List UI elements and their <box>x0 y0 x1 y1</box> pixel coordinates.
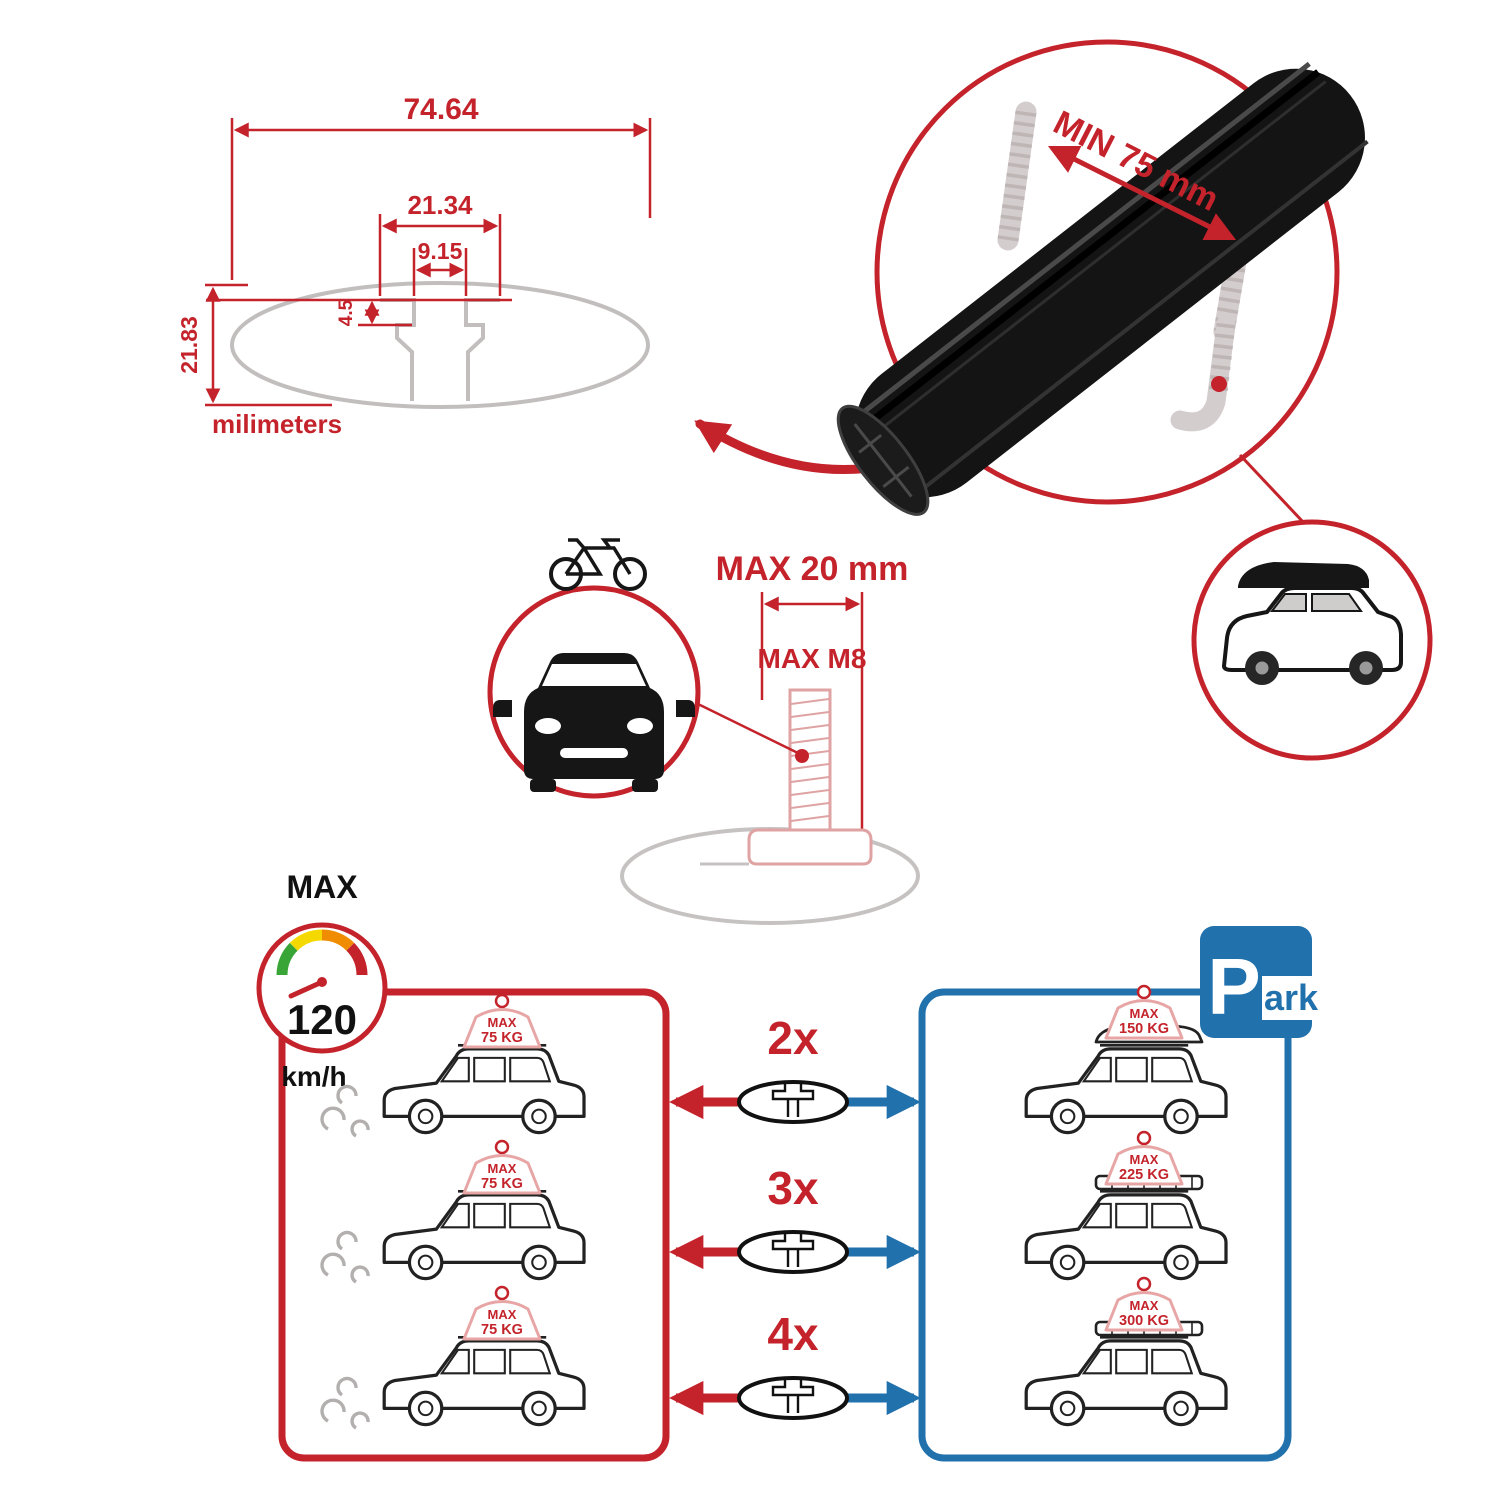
bar-cross-section-icon-1 <box>737 1080 849 1124</box>
dim-total-height-ext <box>205 283 332 407</box>
roofbox-suv-circle <box>1191 519 1433 761</box>
dim-total-width-label: 74.64 <box>403 93 478 126</box>
bolt-leader-line <box>697 702 801 756</box>
load-tag-max-2: MAX <box>488 1161 517 1176</box>
parked-tag-max-2: MAX <box>1130 1152 1159 1167</box>
bar-count-2: 3x <box>767 1162 819 1214</box>
bolt-dimension-diagram: MAX 20 mm MAX M8 <box>487 538 920 925</box>
bolt-point-dot <box>795 749 809 763</box>
parked-tag-weight-1: 150 KG <box>1119 1021 1169 1037</box>
load-tag-weight-3: 75 KG <box>481 1322 523 1338</box>
max-thread-label: MAX M8 <box>758 643 867 674</box>
profile-channel <box>380 298 500 401</box>
dim-slot-width-ext <box>412 248 468 296</box>
gauge-needle <box>288 979 325 999</box>
parked-tag-weight-2: 225 KG <box>1119 1167 1169 1183</box>
park-sign: P ark <box>1200 926 1320 1038</box>
parked-tag-max-1: MAX <box>1130 1006 1159 1021</box>
parked-tag-max-3: MAX <box>1130 1298 1159 1313</box>
suv-windows <box>1269 593 1363 612</box>
max-length-ext <box>760 592 864 848</box>
speed-max-label: MAX <box>286 869 358 905</box>
load-tag-max-1: MAX <box>488 1015 517 1030</box>
bar-count-1: 2x <box>767 1012 819 1064</box>
car-front-circle <box>487 538 701 799</box>
roof-cargo-box-icon <box>1238 562 1369 588</box>
units-label: milimeters <box>212 409 342 439</box>
t-bolt <box>747 688 873 866</box>
profile-ellipse <box>230 281 650 409</box>
load-capacity-section: P ark MAX 120 km/h 2x 3x <box>256 869 1320 1462</box>
dim-channel-width-label: 21.34 <box>407 190 473 220</box>
load-tag-weight-1: 75 KG <box>481 1030 523 1046</box>
park-sign-ark: ark <box>1264 977 1319 1018</box>
bar-count-3: 4x <box>767 1308 819 1360</box>
profile-dimension-diagram: 74.64 21.34 9.15 4.5 21.83 milimeters <box>176 93 908 474</box>
speed-value: 120 <box>287 996 357 1043</box>
u-clamp-front <box>1170 314 1236 432</box>
load-tag-weight-2: 75 KG <box>481 1176 523 1192</box>
dim-slot-depth-label: 4.5 <box>336 299 357 326</box>
max-length-label: MAX 20 mm <box>716 550 909 588</box>
min-span-arrow <box>1047 145 1237 241</box>
dim-channel-width-ext <box>378 214 502 296</box>
dim-slot-width-label: 9.15 <box>418 238 463 264</box>
dim-total-width-ext <box>230 118 652 280</box>
bar-cross-section-icon-3 <box>737 1376 849 1420</box>
load-tag-max-3: MAX <box>488 1307 517 1322</box>
moving-cars: MAX 75 KG MAX 75 KG MAX 75 KG <box>320 993 586 1430</box>
park-sign-p: P <box>1207 942 1260 1031</box>
parked-tag-weight-3: 300 KG <box>1119 1313 1169 1329</box>
park-sign-patch <box>1262 976 1320 1020</box>
bar-cross-section-icon-2 <box>737 1230 849 1274</box>
speed-limit-gauge: MAX 120 km/h <box>256 869 388 1092</box>
parked-cars: MAX 150 KG MAX 225 KG MAX 300 KG <box>1024 984 1228 1427</box>
bar-count-rows: 2x 3x 4x <box>669 1012 921 1420</box>
speed-units: km/h <box>281 1061 346 1092</box>
car-front-icon <box>493 653 695 792</box>
dim-total-height-label: 21.83 <box>176 316 202 374</box>
bike-icon <box>549 538 647 591</box>
fixing-point-dot <box>1211 376 1227 392</box>
crossbar-detail-circle: MIN 75 mm <box>836 39 1369 542</box>
